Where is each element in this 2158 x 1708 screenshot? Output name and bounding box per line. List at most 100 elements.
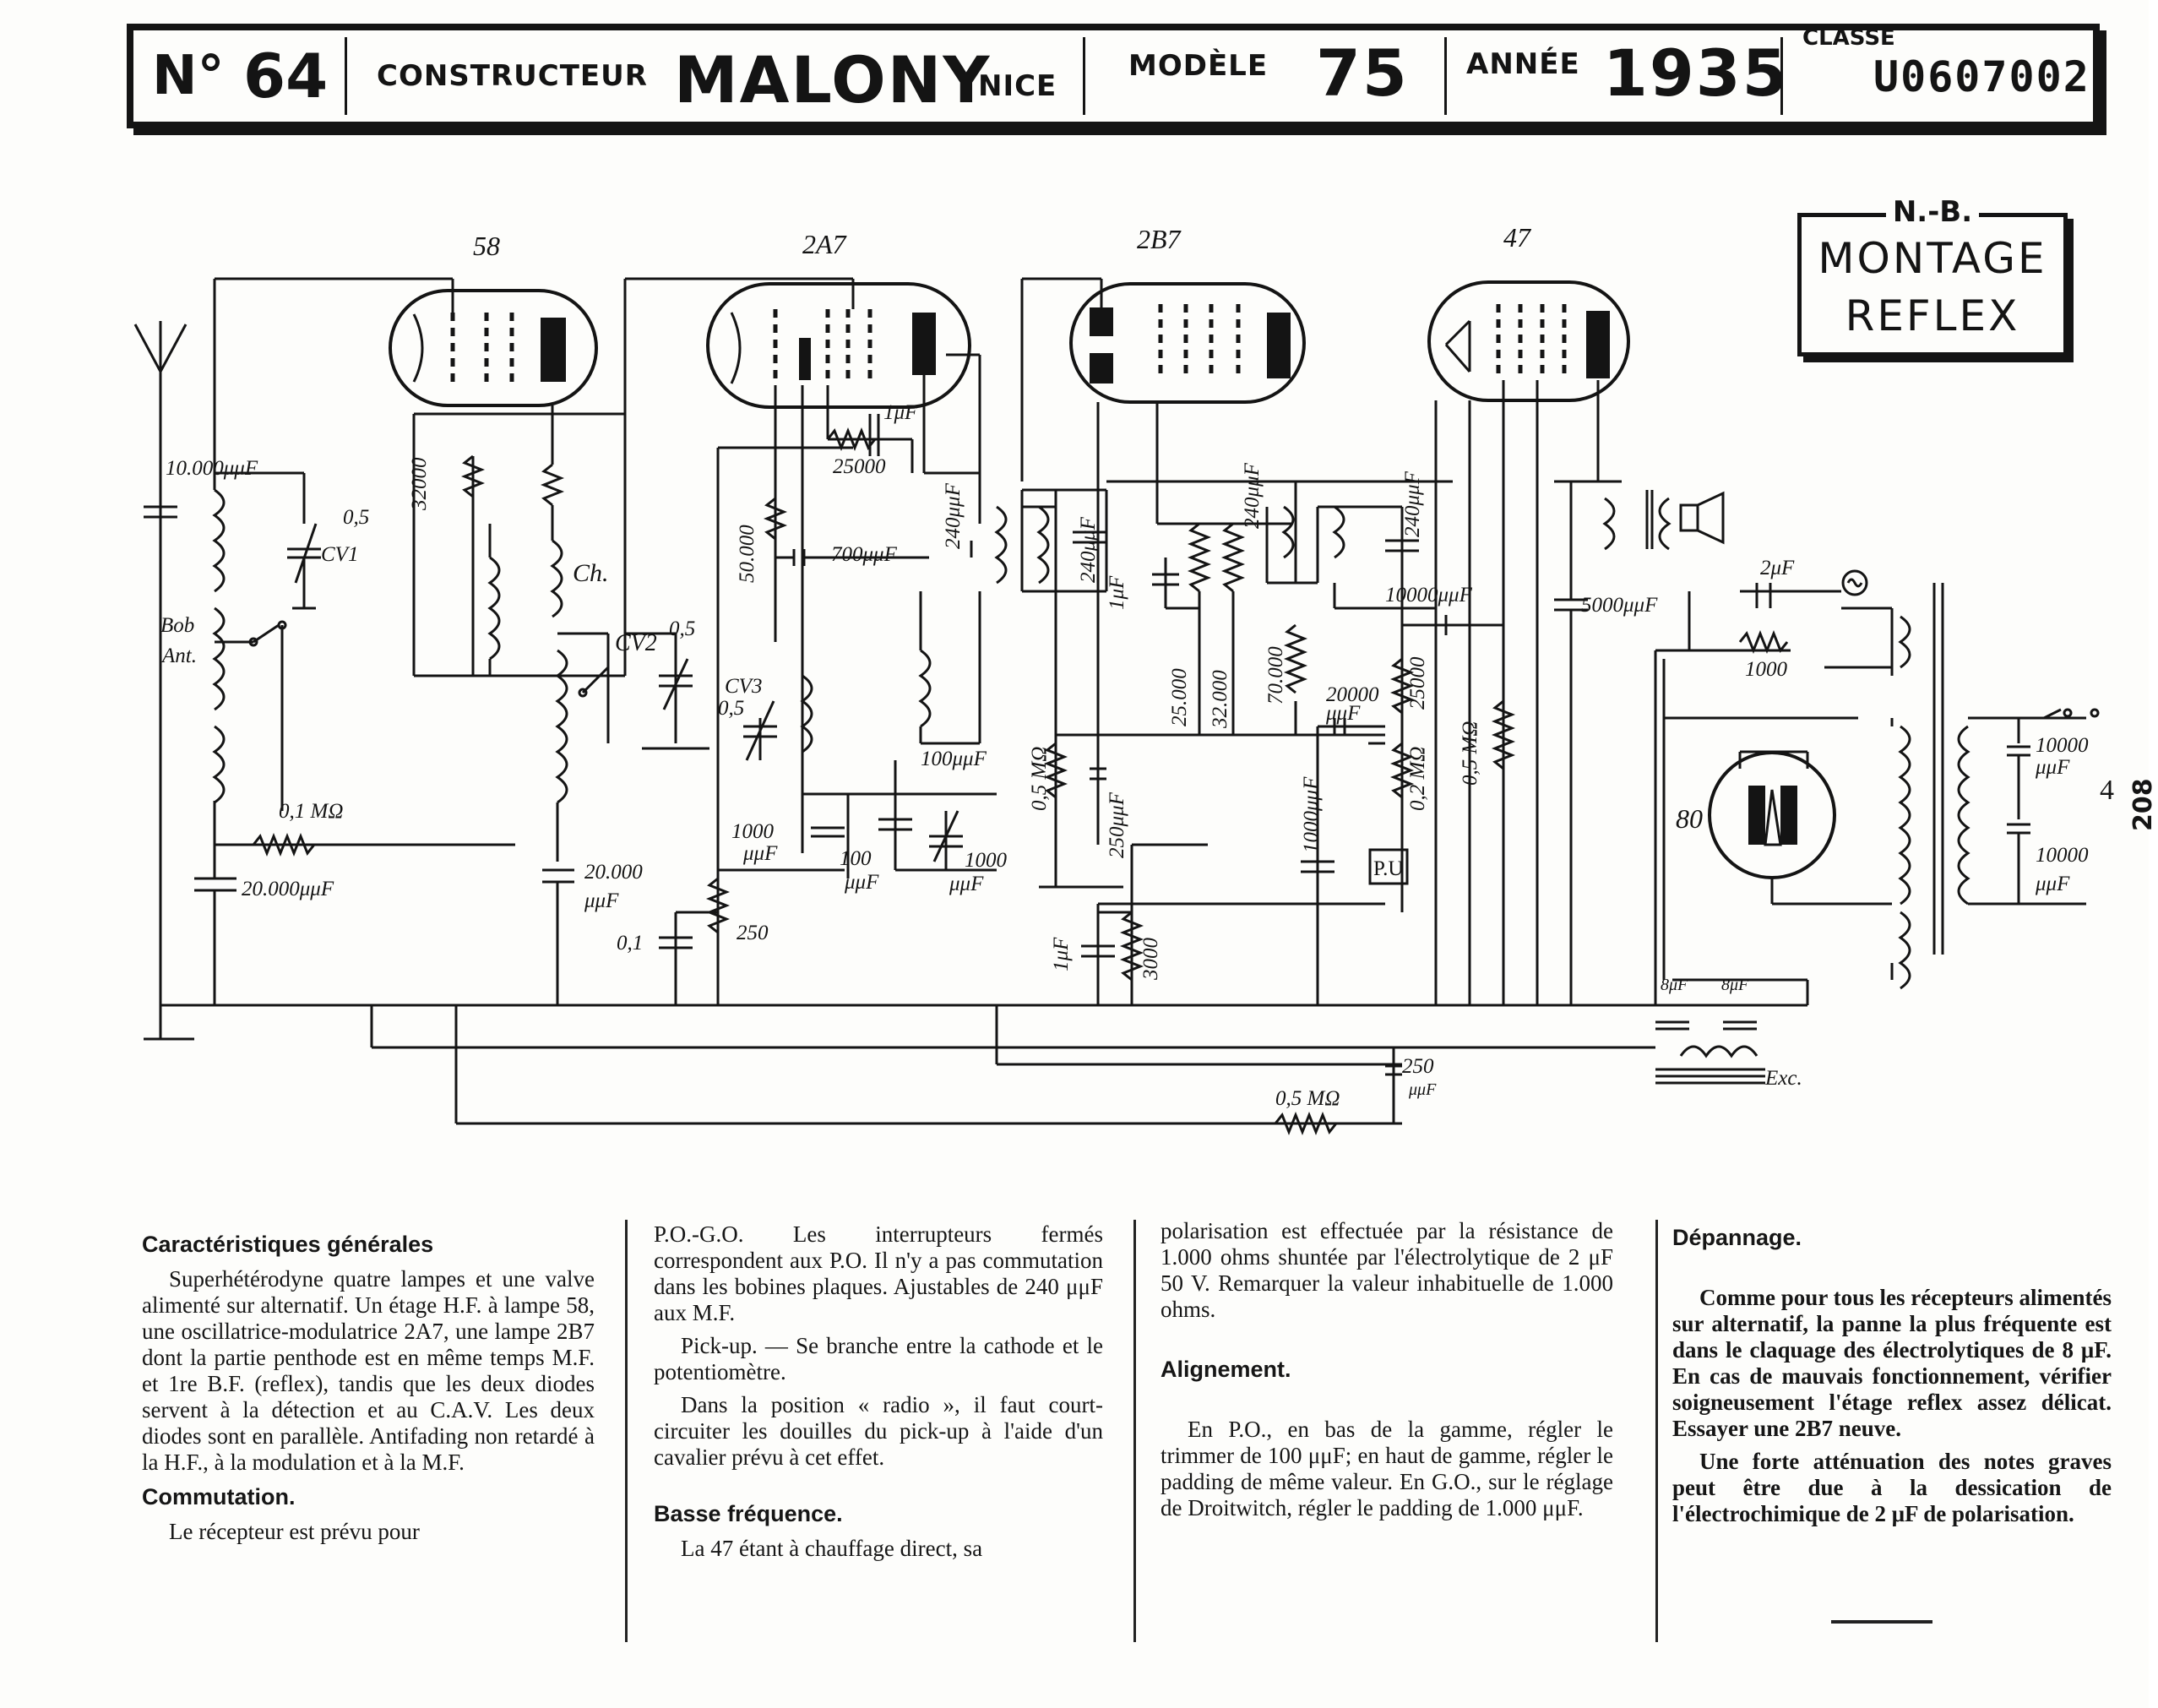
para-radio-position: Dans la position « radio », il faut cour…	[654, 1392, 1103, 1470]
lbl-c-1000a: 1000	[731, 820, 775, 843]
lbl-r-32000: 32000	[408, 457, 431, 511]
lbl-c-250-b: 250	[1402, 1055, 1434, 1078]
lbl-r-250: 250	[737, 922, 769, 944]
heading-basse-frequence: Basse fréquence.	[654, 1501, 843, 1526]
pickup-socket	[1368, 848, 1409, 885]
lbl-r-02: 0,2 MΩ	[1406, 747, 1429, 811]
lbl-c-20000b-unit: μμF	[584, 889, 619, 912]
tube-2b7	[1069, 282, 1306, 404]
tube-label-58: 58	[473, 231, 500, 261]
lbl-c-700: 700μμF	[831, 543, 898, 566]
tube-label-2a7: 2A7	[802, 229, 848, 259]
lbl-c-8uf-a: 8μF	[1661, 976, 1688, 994]
heading-depannage: Dépannage.	[1672, 1225, 1802, 1250]
lbl-r-3000: 3000	[1139, 938, 1162, 982]
tube-label-80: 80	[1676, 803, 1703, 834]
tube-80	[1708, 751, 1836, 879]
tube-47	[1427, 280, 1630, 402]
para-alignement: En P.O., en bas de la gamme, régler le t…	[1161, 1417, 1613, 1520]
header-bar: N° 64 CONSTRUCTEUR MALONY NICE MODÈLE 75…	[127, 24, 2100, 128]
nb-line-2: REFLEX	[1845, 291, 2020, 340]
lbl-cv3: CV3	[725, 675, 762, 698]
number-value: 64	[243, 41, 329, 112]
para-depannage-1: Comme pour tous les récepteurs alimentés…	[1672, 1285, 2112, 1441]
lbl-c-10000: 10000μμF	[1385, 584, 1473, 607]
lbl-cv2-val: 0,5	[669, 617, 695, 640]
lbl-c-20000b: 20.000	[584, 861, 643, 884]
lbl-exc: Exc.	[1764, 1067, 1802, 1090]
lbl-ch: Ch.	[573, 559, 609, 587]
lbl-cv1-val: 0,5	[343, 506, 369, 529]
lbl-c-10000-b: 10000	[2036, 844, 2089, 867]
lbl-c-240d: 240μμF	[1401, 471, 1424, 537]
lbl-c-10000-a: 10000	[2036, 734, 2089, 757]
para-polarisation: polarisation est effectuée par la résist…	[1161, 1218, 1613, 1322]
lbl-r-01: 0,1 MΩ	[279, 800, 343, 823]
nb-label: N.-B.	[1885, 195, 1980, 229]
tube-2a7	[706, 282, 971, 409]
lbl-cv3-val: 0,5	[718, 697, 744, 720]
lbl-c-1000b: 1000	[965, 849, 1008, 872]
tube-label-2b7: 2B7	[1137, 224, 1182, 254]
lbl-r-32000-b: 32.000	[1209, 670, 1231, 729]
para-commutation: P.O.-G.O. Les interrupteurs fermés corre…	[654, 1221, 1103, 1325]
para-caracteristiques: Superhétérodyne quatre lampes et une val…	[142, 1266, 595, 1475]
number-label: N°	[152, 45, 225, 107]
lbl-c-100b-unit: μμF	[844, 871, 879, 894]
lbl-pu: P.U	[1373, 857, 1403, 880]
lbl-r-05-b: 0,5 MΩ	[1459, 721, 1481, 786]
annee-value: 1935	[1603, 35, 1789, 111]
constructeur-value: MALONY	[674, 41, 992, 117]
tube-58	[389, 289, 598, 407]
tube-label-47: 47	[1503, 222, 1532, 253]
modele-value: 75	[1316, 35, 1409, 111]
annee-label: ANNÉE	[1466, 47, 1580, 81]
lbl-c-8uf-b: 8μF	[1721, 976, 1749, 994]
classe-label: CLASSE	[1802, 25, 1895, 51]
lbl-bob: Bob	[160, 614, 194, 637]
lbl-c-240b: 240μμF	[1077, 516, 1100, 583]
lbl-c-250-b-unit: μμF	[1408, 1080, 1437, 1099]
classe-value: U0607002	[1873, 52, 2090, 101]
lbl-cv2: CV2	[615, 630, 657, 656]
modele-label: MODÈLE	[1128, 49, 1269, 83]
column-commutation: P.O.-G.O. Les interrupteurs fermés corre…	[654, 1221, 1103, 1569]
circuit-schematic: 58 2A7 2B7 47 80	[133, 222, 2114, 1136]
lbl-c-ant: 10.000μμF	[166, 457, 258, 480]
para-commutation-start: Le récepteur est prévu pour	[169, 1519, 420, 1544]
lbl-r-1000: 1000	[1745, 658, 1788, 681]
lbl-cv1: CV1	[321, 543, 358, 566]
lbl-c-250-a: 250μμF	[1106, 791, 1128, 858]
lbl-c-100b: 100	[840, 847, 872, 870]
lbl-c-2uf: 2μF	[1760, 557, 1795, 579]
para-depannage-2: Une forte atténuation des notes graves p…	[1672, 1449, 2112, 1526]
lbl-c-1000b-unit: μμF	[949, 873, 984, 895]
lbl-r-05-a: 0,5 MΩ	[1028, 747, 1051, 811]
lbl-ant: Ant.	[160, 645, 197, 667]
heading-commutation: Commutation.	[142, 1484, 296, 1509]
lbl-c-1uf-a: 1μF	[1106, 575, 1128, 610]
lbl-c-1uf-top: 1μF	[883, 401, 918, 424]
lbl-c-5000: 5000μμF	[1581, 594, 1658, 617]
lbl-r-25000-c: 25000	[1406, 656, 1429, 710]
heading-caracteristiques: Caractéristiques générales	[142, 1232, 434, 1257]
para-basse-frequence: La 47 étant à chauffage direct, sa	[681, 1536, 983, 1561]
heading-alignement: Alignement.	[1161, 1357, 1291, 1382]
lbl-c-240a: 240μμF	[942, 482, 965, 549]
nb-line-1: MONTAGE	[1818, 234, 2047, 283]
lbl-c-1000c: 1000μμF	[1300, 776, 1323, 853]
lbl-c-1000a-unit: μμF	[742, 842, 778, 865]
end-rule	[1831, 1620, 1932, 1624]
lbl-v4: 4	[2100, 775, 2114, 806]
lbl-r-50000: 50.000	[736, 525, 758, 583]
lbl-c-20000c: 20000	[1326, 683, 1379, 706]
lbl-c-100a: 100μμF	[921, 748, 987, 770]
column-alignement: polarisation est effectuée par la résist…	[1161, 1218, 1613, 1528]
lbl-r-70000: 70.000	[1264, 646, 1287, 704]
lbl-c-10000-a-unit: μμF	[2035, 756, 2070, 779]
lbl-c-10000-b-unit: μμF	[2035, 873, 2070, 895]
lbl-c-20000c-unit: μμF	[1325, 702, 1361, 725]
lbl-c-01: 0,1	[617, 932, 643, 955]
lbl-c-240c: 240μμF	[1241, 462, 1264, 529]
